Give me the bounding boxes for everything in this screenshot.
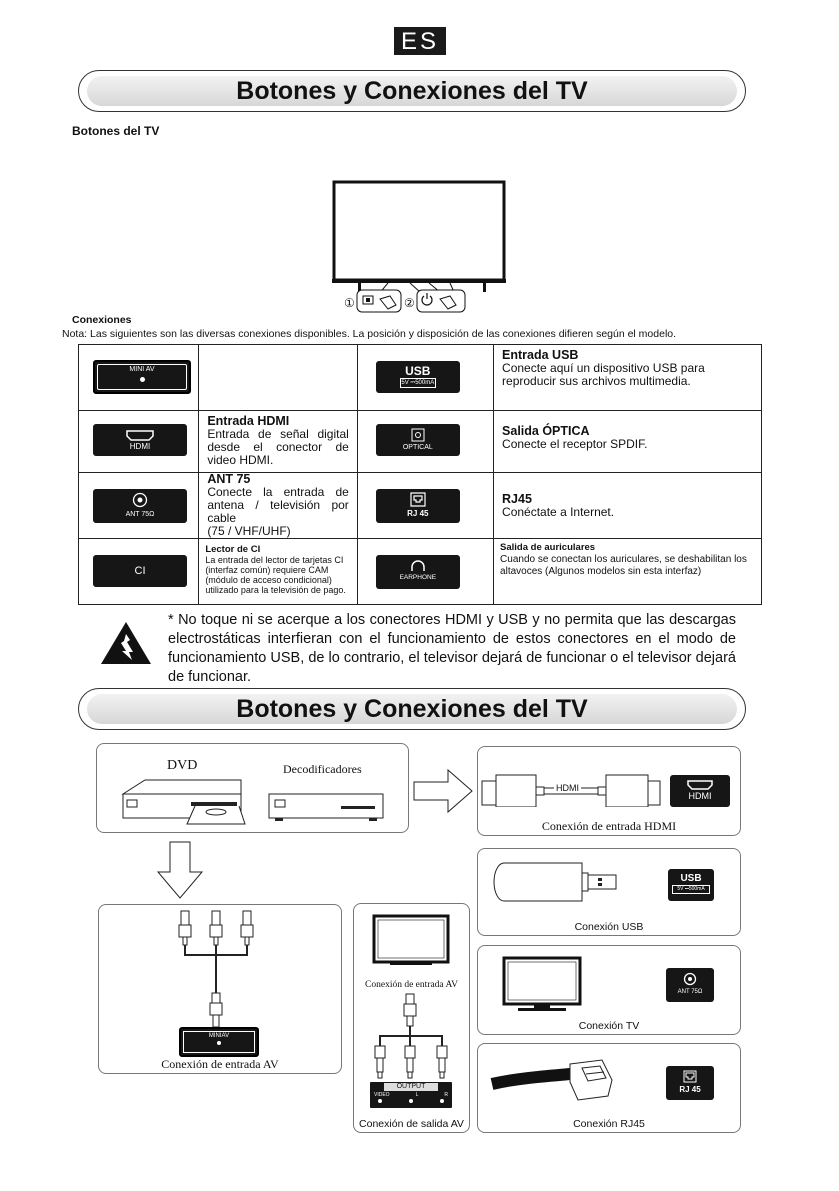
rj45-connection-box: RJ 45 Conexión RJ45 (477, 1043, 741, 1133)
rj45-text: Conéctate a Internet. (502, 505, 615, 519)
language-badge: ES (394, 27, 446, 55)
out-l-label: L (415, 1092, 419, 1098)
banner-title: Botones y Conexiones del TV (236, 77, 588, 105)
ant-port-icon: ANT 75Ω (93, 489, 187, 523)
usb-port-icon: USB 5V ⎓500mA (375, 361, 460, 393)
out-video-label: VIDEO (374, 1092, 390, 1098)
hdmi-port-icon: HDMI (93, 424, 187, 456)
av-output-caption: Conexión de salida AV (359, 1118, 464, 1130)
usb-title: Entrada USB (502, 348, 579, 362)
rj45-port-icon: RJ 45 (375, 489, 460, 523)
hdmi-icon-cell: HDMI (77, 410, 200, 473)
hdmi-text: Entrada de señal digital desde el conect… (207, 427, 349, 467)
ci-title: Lector de CI (205, 544, 261, 555)
hdmi-port-plate: HDMI (670, 775, 730, 807)
usb-connection-box: USB 5V ⎓500mA Conexión USB (477, 848, 741, 936)
source-devices-box: DVD Decodificadores (96, 743, 409, 833)
hdmi-connection-caption: Conexión de entrada HDMI (541, 819, 677, 833)
av-output-plate: OUTPUT VIDEO L R (370, 1082, 452, 1108)
tv-front-illustration (332, 180, 506, 313)
ant-text: Conecte la entrada de antena / televisió… (207, 485, 349, 525)
ant-text-2: (75 / VHF/UHF) (207, 524, 291, 538)
connections-note: Nota: Las siguientes son las diversas co… (62, 328, 677, 340)
rj45-icon-cell: RJ 45 (356, 472, 495, 539)
rj45-title: RJ45 (502, 492, 532, 506)
earphone-icon-cell: EARPHONE (356, 538, 495, 605)
ant-port-plate: ANT 75Ω (666, 968, 714, 1002)
miniav-port-plate: MINIAV (179, 1027, 259, 1057)
tv-connection-caption: Conexión TV (578, 1020, 640, 1032)
right-arrow-icon (413, 768, 473, 814)
av-output-box: Conexión de entrada AV OUTPUT VIDEO L R … (353, 903, 470, 1133)
optical-title: Salida ÓPTICA (502, 424, 590, 438)
av-input-caption: Conexión de entrada AV (161, 1057, 279, 1071)
down-arrow-icon (156, 841, 204, 899)
av-input-caption-2: Conexión de entrada AV (365, 980, 458, 990)
decoders-label: Decodificadores (283, 762, 362, 776)
button-2-marker: ② (404, 296, 415, 310)
earphone-port-icon: EARPHONE (375, 555, 460, 589)
optical-text: Conecte el receptor SPDIF. (502, 437, 648, 451)
esd-warning-icon (101, 622, 151, 664)
usb-connection-caption: Conexión USB (574, 921, 644, 933)
optical-icon-cell: OPTICAL (356, 410, 495, 473)
av-input-box: MINIAV Conexión de entrada AV (98, 904, 342, 1074)
ci-icon-cell: CI (77, 538, 200, 605)
section-banner-2: Botones y Conexiones del TV (78, 688, 746, 730)
hdmi-cable-label: HDMI (554, 783, 581, 793)
miniav-port-icon: MINI AV (93, 360, 191, 394)
earphone-title: Salida de auriculares (500, 542, 596, 553)
tv-connection-box: ANT 75Ω Conexión TV (477, 945, 741, 1035)
buttons-heading: Botones del TV (72, 124, 160, 138)
ci-text: La entrada del lector de tarjetas CI (in… (205, 555, 346, 595)
rj45-connection-caption: Conexión RJ45 (573, 1118, 645, 1130)
out-r-label: R (444, 1092, 448, 1098)
esd-warning-text: * No toque ni se acerque a los conectore… (168, 612, 736, 685)
connections-heading: Conexiones (72, 314, 132, 326)
usb-text: Conecte aquí un dispositivo USB para rep… (502, 361, 705, 388)
ci-port-icon: CI (93, 555, 187, 587)
banner-title-2: Botones y Conexiones del TV (236, 695, 588, 723)
ant-title: ANT 75 (207, 472, 251, 486)
dvd-label: DVD (167, 758, 198, 773)
usb-icon-cell: USB 5V ⎓500mA (356, 344, 495, 411)
usb-port-plate: USB 5V ⎓500mA (668, 869, 714, 901)
hdmi-title: Entrada HDMI (207, 414, 290, 428)
rj45-port-plate: RJ 45 (666, 1066, 714, 1100)
miniav-icon-cell: MINI AV (77, 344, 200, 411)
optical-port-icon: OPTICAL (375, 424, 460, 456)
button-1-marker: ① (344, 296, 355, 310)
earphone-text: Cuando se conectan los auriculares, se d… (500, 554, 747, 577)
section-banner: Botones y Conexiones del TV (78, 70, 746, 112)
ant-icon-cell: ANT 75Ω (77, 472, 200, 539)
hdmi-connection-box: HDMI HDMI Conexión de entrada HDMI (477, 746, 741, 836)
